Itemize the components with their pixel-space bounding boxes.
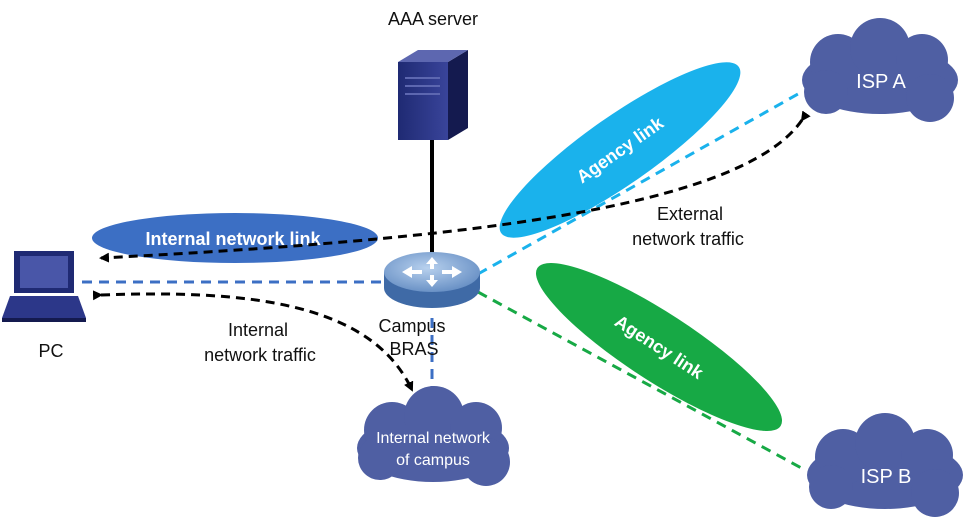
pc-screen-icon	[20, 256, 68, 288]
isp-b: ISP B	[807, 413, 963, 517]
router-icon	[384, 252, 480, 292]
campus-bras: Campus BRAS	[378, 252, 480, 359]
external-traffic-label-line2: network traffic	[632, 229, 744, 249]
pc: PC	[2, 251, 86, 361]
cloud-icon	[802, 18, 958, 122]
campus-network-label-line1: Internal network	[376, 430, 491, 447]
internal-traffic-arrow	[92, 290, 414, 392]
server-icon	[398, 62, 448, 140]
isp-a: ISP A	[802, 18, 958, 122]
internal-traffic-label-line2: network traffic	[204, 345, 316, 365]
isp-b-label: ISP B	[861, 466, 912, 488]
aaa-server-label: AAA server	[388, 9, 478, 29]
external-traffic-label-line1: External	[657, 204, 723, 224]
server-icon-side	[448, 50, 468, 140]
bras-isp-b-connection	[477, 290, 806, 472]
agency-link-isp-b-shape	[535, 263, 783, 431]
aaa-server: AAA server	[388, 9, 478, 140]
cloud-icon	[357, 386, 510, 486]
pc-base-icon	[2, 318, 86, 322]
campus-network-label-line2: of campus	[396, 452, 470, 469]
campus-internal-network: Internal network of campus	[357, 386, 510, 486]
external-traffic-arrow	[99, 110, 811, 263]
bras-label-line2: BRAS	[389, 339, 438, 359]
server-icon-top	[398, 50, 468, 62]
agency-link-isp-a: Agency link	[499, 62, 741, 238]
agency-link-isp-b: Agency link	[535, 263, 783, 431]
router-arrows-icon	[402, 257, 462, 287]
cloud-icon	[807, 413, 963, 517]
internal-traffic-label-line1: Internal	[228, 320, 288, 340]
bras-label-line1: Campus	[378, 316, 445, 336]
isp-a-label: ISP A	[856, 71, 906, 93]
pc-label: PC	[38, 341, 63, 361]
pc-keyboard-icon	[2, 296, 86, 318]
